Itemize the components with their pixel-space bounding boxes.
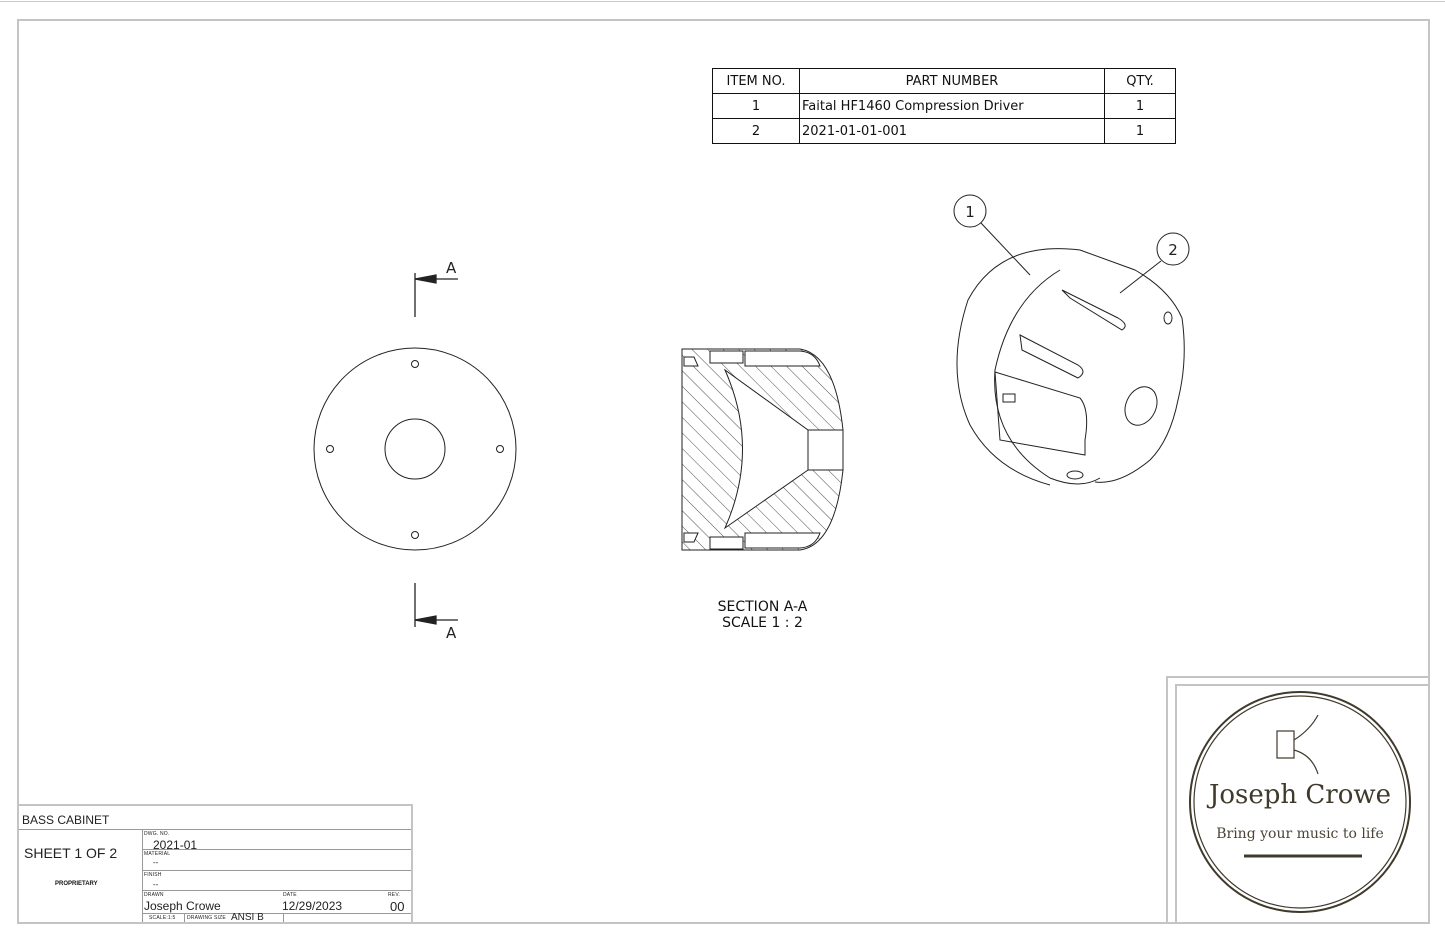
bill-of-materials-table: ITEM NO. PART NUMBER QTY. 1 Faital HF146… bbox=[712, 68, 1176, 144]
section-title: SECTION A-A bbox=[717, 599, 808, 615]
logo-emblem bbox=[1189, 691, 1411, 913]
rev-value: 00 bbox=[390, 899, 405, 914]
balloon-2: 2 bbox=[1119, 232, 1190, 294]
section-line-top bbox=[414, 273, 458, 317]
part-number: 2021-01-01-001 bbox=[799, 118, 1105, 144]
item-no: 2 bbox=[712, 118, 800, 144]
front-view bbox=[313, 347, 517, 551]
mount-hole bbox=[411, 531, 419, 539]
drawing-size-label: DRAWING SIZE bbox=[187, 915, 226, 921]
section-caption: SECTION A-A SCALE 1 : 2 bbox=[690, 599, 835, 631]
front-view-bore-circle bbox=[384, 418, 446, 480]
material-value: -- bbox=[153, 858, 159, 867]
qty: 1 bbox=[1104, 93, 1176, 119]
material-label: MATERIAL bbox=[144, 851, 171, 857]
balloon-1: 1 bbox=[953, 194, 1031, 276]
isometric-view bbox=[956, 248, 1185, 486]
date-value: 12/29/2023 bbox=[282, 899, 343, 913]
svg-text:1: 1 bbox=[965, 203, 975, 221]
table-row: 2 2021-01-01-001 1 bbox=[712, 118, 1176, 144]
header-qty: QTY. bbox=[1104, 68, 1176, 94]
svg-text:2: 2 bbox=[1168, 241, 1178, 259]
dwg-no-label: DWG. NO. bbox=[144, 831, 170, 837]
arrowhead-icon bbox=[414, 615, 437, 625]
section-line-bottom bbox=[414, 583, 458, 627]
finish-label: FINISH bbox=[144, 872, 162, 878]
front-view-outer-circle bbox=[313, 347, 517, 551]
logo-name: Joseph Crowe bbox=[1208, 780, 1392, 810]
part-number: Faital HF1460 Compression Driver bbox=[799, 93, 1105, 119]
dwg-no: 2021-01 bbox=[153, 838, 198, 852]
drawing-size-value: ANSI B bbox=[231, 912, 264, 923]
section-label-top: A bbox=[446, 259, 457, 277]
arrowhead-icon bbox=[414, 274, 437, 284]
header-part-number: PART NUMBER bbox=[799, 68, 1105, 94]
top-divider bbox=[0, 1, 1445, 2]
header-item-no: ITEM NO. bbox=[712, 68, 800, 94]
sheet-number: SHEET 1 OF 2 bbox=[24, 845, 118, 861]
table-row: 1 Faital HF1460 Compression Driver 1 bbox=[712, 93, 1176, 119]
mount-hole bbox=[496, 445, 504, 453]
drawn-label: DRAWN bbox=[144, 892, 164, 898]
logo-frame-outer bbox=[1166, 676, 1428, 924]
mount-hole bbox=[411, 360, 419, 368]
drawing-sheet-border bbox=[17, 19, 1430, 924]
qty: 1 bbox=[1104, 118, 1176, 144]
table-header-row: ITEM NO. PART NUMBER QTY. bbox=[712, 68, 1176, 94]
proprietary-label: PROPRIETARY bbox=[55, 881, 98, 887]
section-scale: SCALE 1 : 2 bbox=[722, 615, 803, 631]
finish-value: -- bbox=[153, 880, 159, 889]
logo-frame-inner bbox=[1175, 684, 1428, 924]
drawn-by: Joseph Crowe bbox=[144, 899, 221, 913]
drawing-title: BASS CABINET bbox=[22, 813, 110, 827]
title-block: BASS CABINET SHEET 1 OF 2 PROPRIETARY DW… bbox=[17, 804, 413, 923]
logo-tagline: Bring your music to life bbox=[1216, 826, 1384, 842]
driver-throat-opening bbox=[1124, 386, 1158, 426]
section-view bbox=[681, 348, 844, 551]
scale-value: SCALE:1:5 bbox=[149, 915, 176, 921]
section-label-bottom: A bbox=[446, 624, 457, 642]
date-label: DATE bbox=[283, 892, 297, 898]
speaker-icon bbox=[1276, 714, 1319, 775]
mount-hole bbox=[326, 445, 334, 453]
item-no: 1 bbox=[712, 93, 800, 119]
rev-label: REV. bbox=[388, 892, 401, 898]
